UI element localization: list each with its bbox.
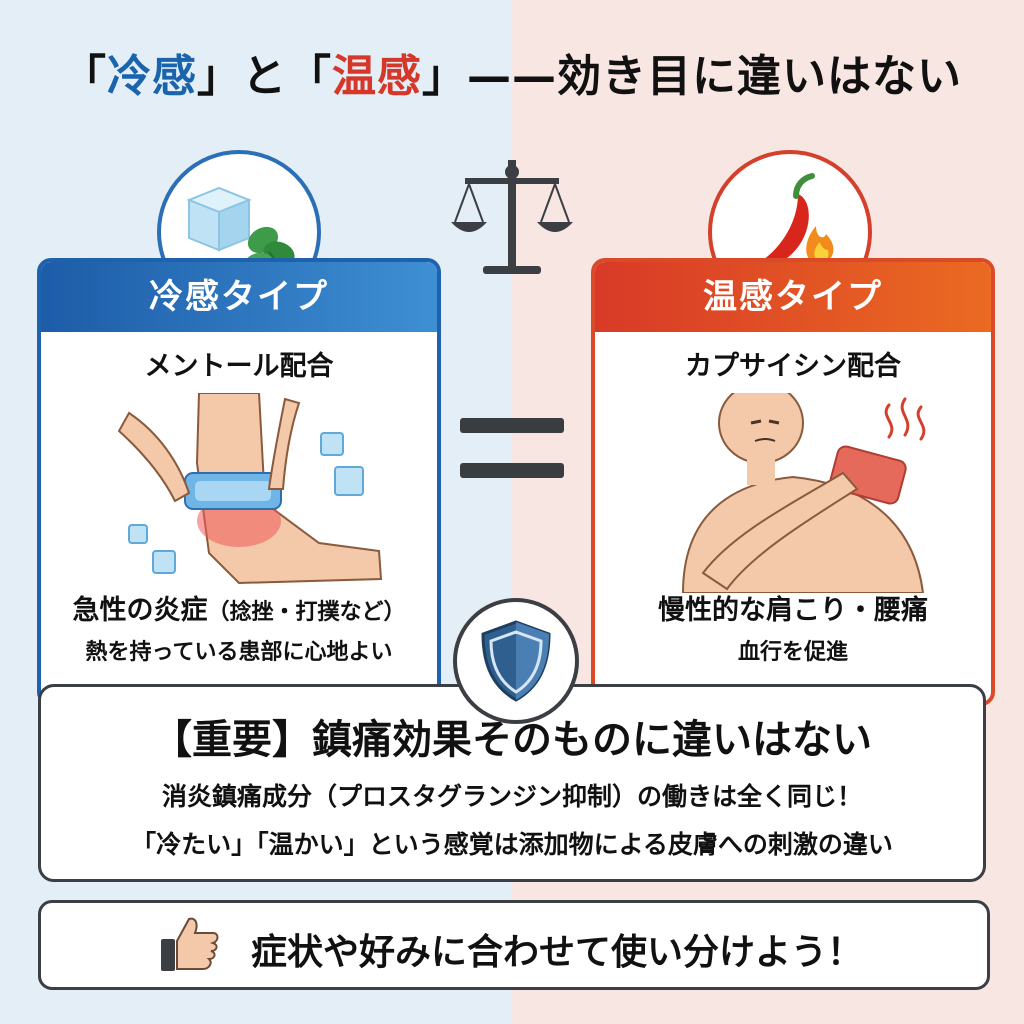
cold-type-card: 冷感タイプ メントール配合 急性の炎症（捻挫・打撲など） 熱を持っている患部に心… xyxy=(37,258,441,706)
advice-banner: 症状や好みに合わせて使い分けよう！ xyxy=(38,900,990,990)
warm-effect: 血行を促進 xyxy=(737,640,848,665)
chili-flame-icon xyxy=(756,173,834,266)
warm-card-header: 温感タイプ xyxy=(595,262,991,332)
title-warm-word: 温感 xyxy=(332,51,422,102)
warm-ingredient: カプサイシン配合 xyxy=(685,351,901,382)
balance-scale-icon xyxy=(451,160,573,274)
cold-effect: 熱を持っている患部に心地よい xyxy=(85,640,393,665)
important-title: 【重要】鎮痛効果そのものに違いはない xyxy=(152,717,872,763)
cold-condition: 急性の炎症（捻挫・打撲など） xyxy=(72,595,406,626)
cold-card-header: 冷感タイプ xyxy=(41,262,437,332)
advice-text: 症状や好みに合わせて使い分けよう！ xyxy=(251,932,864,973)
shield-badge xyxy=(453,598,579,724)
warm-type-card: 温感タイプ カプサイシン配合 慢性的な肩こり・腰痛 血行を促進 xyxy=(591,258,995,706)
important-box: 【重要】鎮痛効果そのものに違いはない 消炎鎮痛成分（プロスタグランジン抑制）の働… xyxy=(38,684,986,882)
thumbs-up-icon xyxy=(161,917,219,971)
cold-ingredient: メントール配合 xyxy=(144,351,334,382)
important-line-1: 消炎鎮痛成分（プロスタグランジン抑制）の働きは全く同じ！ xyxy=(161,782,862,811)
warm-condition: 慢性的な肩こり・腰痛 xyxy=(658,595,928,626)
equals-icon xyxy=(460,418,564,508)
shoulder-warm-pack-illustration xyxy=(681,393,926,593)
page-title: 「冷感」と「温感」——効き目に違いはない xyxy=(62,51,962,102)
shield-icon xyxy=(481,620,551,702)
title-cold-word: 冷感 xyxy=(107,51,197,102)
ankle-cold-pack-illustration xyxy=(117,393,383,585)
important-line-2: 「冷たい」「温かい」という感覚は添加物による皮膚への刺激の違い xyxy=(131,830,893,859)
